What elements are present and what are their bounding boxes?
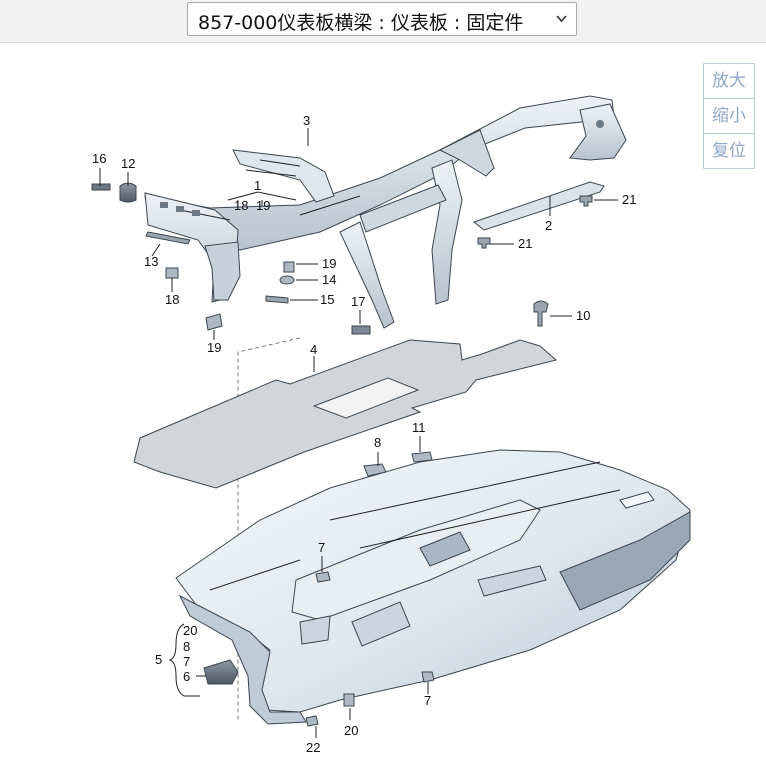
clips [203,451,435,727]
callout-14[interactable]: 14 [322,272,336,287]
callout-10[interactable]: 10 [576,308,590,323]
cross-member [144,95,627,329]
dashboard-panel [175,449,691,725]
callout-5[interactable]: 5 [155,652,162,667]
leader-lines [99,128,618,738]
callout-7-c[interactable]: 7 [424,693,431,708]
callout-16[interactable]: 16 [92,151,106,166]
chevron-down-icon [556,15,567,23]
parts-diagram[interactable]: 1 18 19 3 16 12 13 18 19 14 15 19 17 10 … [0,42,766,783]
diagram-select[interactable]: 857-000仪表板横梁 : 仪表板 : 固定件 [187,2,577,36]
callout-6[interactable]: 6 [183,669,190,684]
callout-19-b[interactable]: 19 [322,256,336,271]
zoom-controls: 放大 缩小 复位 [703,63,755,169]
callout-21-b[interactable]: 21 [518,236,532,251]
callout-20[interactable]: 20 [183,623,197,638]
callout-labels: 1 18 19 3 16 12 13 18 19 14 15 19 17 10 … [92,113,636,755]
callout-12[interactable]: 12 [121,156,135,171]
callout-21-a[interactable]: 21 [622,192,636,207]
callout-22[interactable]: 22 [306,740,320,755]
callout-8-b[interactable]: 8 [183,639,190,654]
callout-17[interactable]: 17 [351,294,365,309]
zoom-out-button[interactable]: 缩小 [704,99,754,134]
callout-13[interactable]: 13 [144,254,158,269]
support-strip [472,181,605,231]
toolbar: 857-000仪表板横梁 : 仪表板 : 固定件 [0,0,766,43]
zoom-in-button[interactable]: 放大 [704,64,754,99]
callout-18[interactable]: 18 [234,198,248,213]
callout-4[interactable]: 4 [310,342,317,357]
callout-15[interactable]: 15 [320,292,334,307]
zoom-reset-button[interactable]: 复位 [712,141,746,161]
callout-7-b[interactable]: 7 [183,654,190,669]
callout-19-c[interactable]: 19 [207,340,221,355]
diagram-select-value: 857-000仪表板横梁 : 仪表板 : 固定件 [198,12,524,34]
callout-8[interactable]: 8 [374,435,381,450]
callout-19[interactable]: 19 [256,198,270,213]
callout-18-b[interactable]: 18 [165,292,179,307]
callout-7[interactable]: 7 [318,540,325,555]
callout-2[interactable]: 2 [545,218,552,233]
fasteners-top [91,182,593,335]
callout-11[interactable]: 11 [412,420,426,435]
callout-1[interactable]: 1 [254,178,261,193]
callout-20-b[interactable]: 20 [344,723,358,738]
callout-3[interactable]: 3 [303,113,310,128]
